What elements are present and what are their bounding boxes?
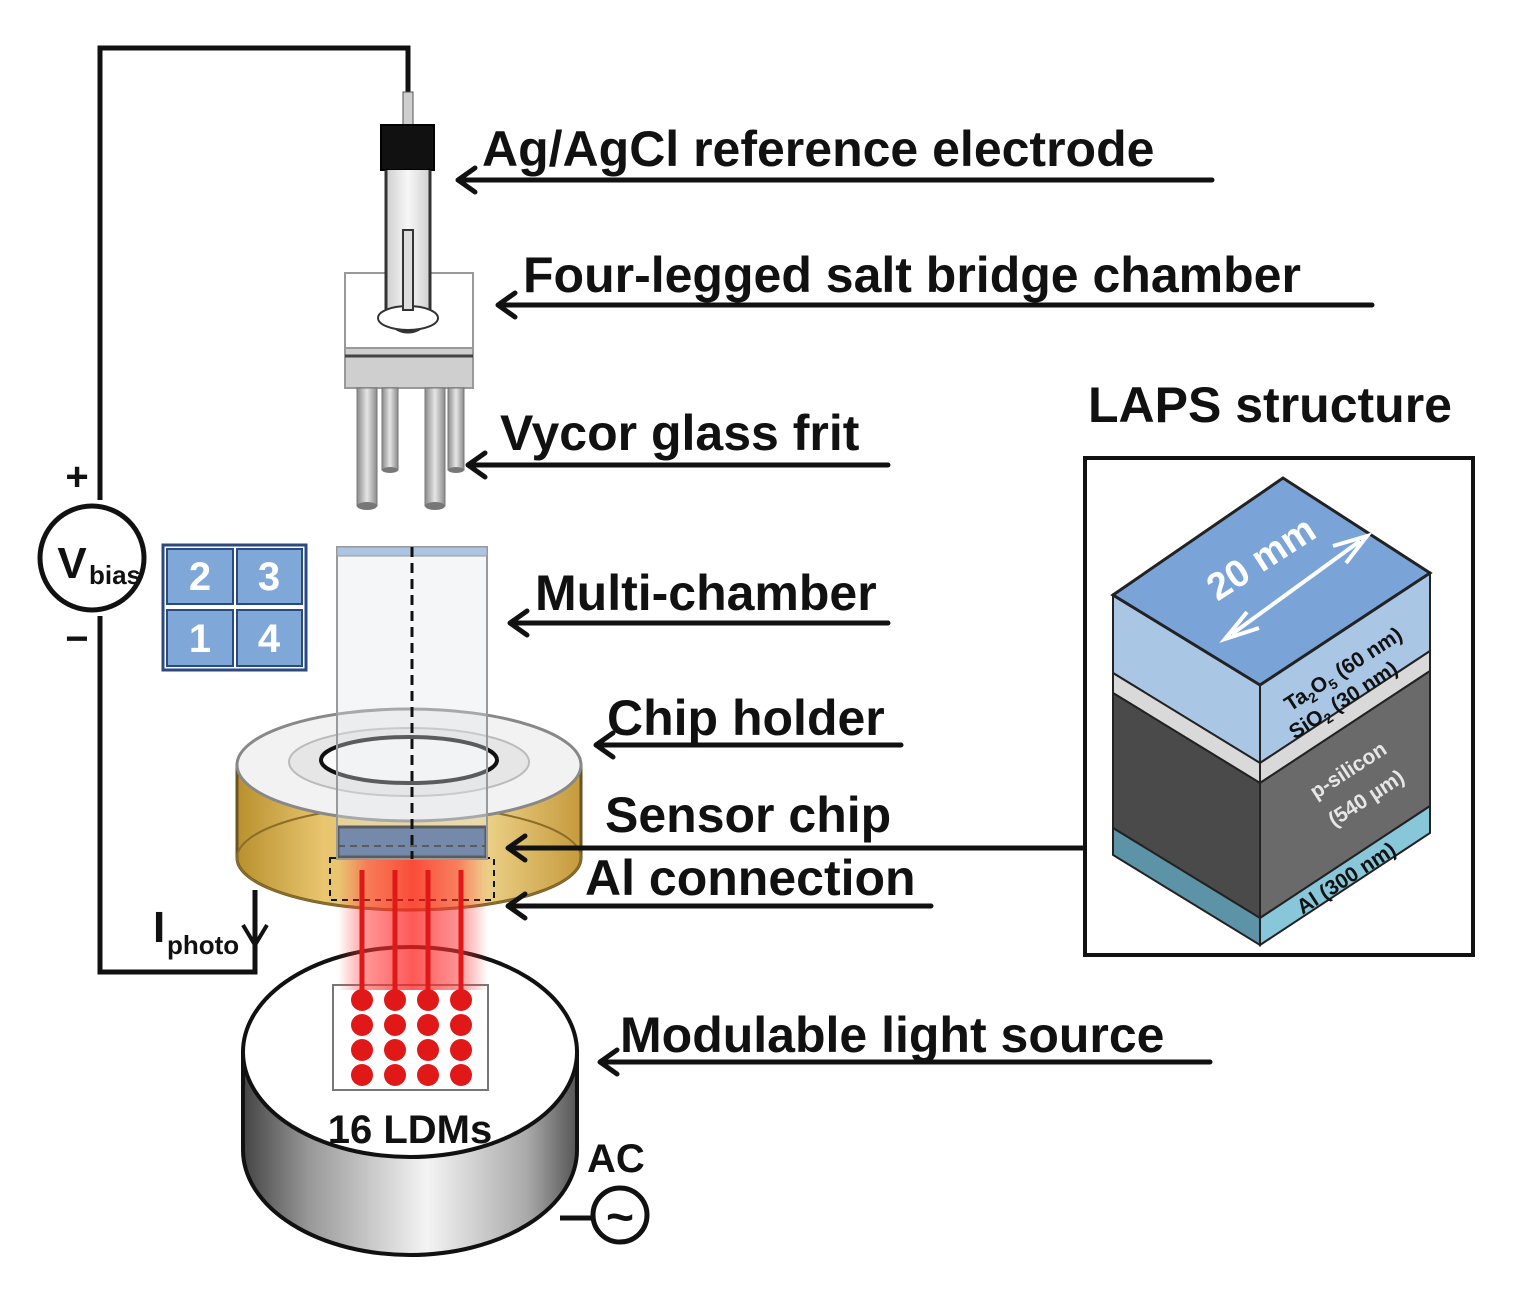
laps-top-face [1110, 476, 1433, 687]
label-glass-frit: Vycor glass frit [500, 405, 860, 461]
pointer-arrows [455, 165, 1375, 1077]
ac-label: AC [587, 1137, 645, 1181]
label-sensor-chip: Sensor chip [605, 787, 891, 843]
arrow-light-source [597, 1047, 1213, 1077]
grid-label-2: 2 [189, 555, 211, 599]
grid-cell-3 [236, 548, 303, 605]
grid-cell-2 [166, 548, 234, 605]
vbias-main: V [57, 539, 87, 588]
grid-label-1: 1 [189, 617, 211, 661]
ldm-count-label: 16 LDMs [328, 1108, 493, 1152]
arrow-salt-bridge [495, 290, 1375, 320]
label-light-source: Modulable light source [620, 1007, 1164, 1063]
ac-wave-symbol: ~ [606, 1191, 634, 1244]
bias-plus-sign: + [65, 455, 88, 499]
photocurrent-arrow [241, 923, 269, 949]
light-source-cylinder: 16 LDMs [241, 945, 579, 1257]
laps-structure-panel: 20 mm Ta2O5 (60 nm) SiO2 (30 nm) p-silic… [1083, 456, 1475, 957]
grid-cell-4 [236, 609, 303, 667]
reference-electrode [377, 91, 439, 334]
ldm-array [351, 989, 472, 1086]
arrow-al-connection [505, 891, 934, 921]
dimension-arrow [1219, 532, 1373, 643]
label-multi-chamber: Multi-chamber [535, 565, 877, 621]
grid-label-4: 4 [258, 617, 281, 661]
grid-label-3: 3 [258, 555, 280, 599]
laser-beams [338, 860, 488, 995]
arrow-sensor-chip [505, 833, 1088, 863]
vycor-frit-legs [356, 387, 465, 510]
arrow-multi-chamber [507, 608, 891, 638]
arrow-chip-holder [593, 730, 904, 760]
iphoto-sub: photo [167, 930, 239, 960]
chamber-grid: 2 3 1 4 [161, 543, 308, 672]
bias-voltage-source: V bias + − [37, 455, 147, 661]
layer-al-right [1259, 804, 1431, 947]
label-chip-holder: Chip holder [607, 690, 885, 746]
iphoto-main: I [153, 903, 165, 952]
circuit-wiring [97, 45, 411, 975]
arrow-reference-electrode [455, 165, 1215, 195]
ac-source: ~ AC [560, 1137, 650, 1245]
arrow-glass-frit [465, 450, 891, 480]
ac-source-icon [590, 1185, 650, 1245]
laps-title: LAPS structure [1088, 377, 1452, 433]
chip-holder-opening [319, 735, 499, 785]
vbias-sub: bias [89, 560, 141, 590]
photocurrent-label: I photo [153, 903, 269, 960]
grid-cell-1 [166, 609, 234, 667]
multi-chamber [336, 546, 488, 860]
bias-minus-sign: − [65, 617, 88, 661]
label-reference-electrode: Ag/AgCl reference electrode [482, 121, 1154, 177]
label-salt-bridge: Four-legged salt bridge chamber [523, 247, 1301, 303]
label-al-connection: Al connection [585, 850, 916, 906]
laps-layer-stack: 20 mm Ta2O5 (60 nm) SiO2 (30 nm) p-silic… [1110, 476, 1433, 947]
